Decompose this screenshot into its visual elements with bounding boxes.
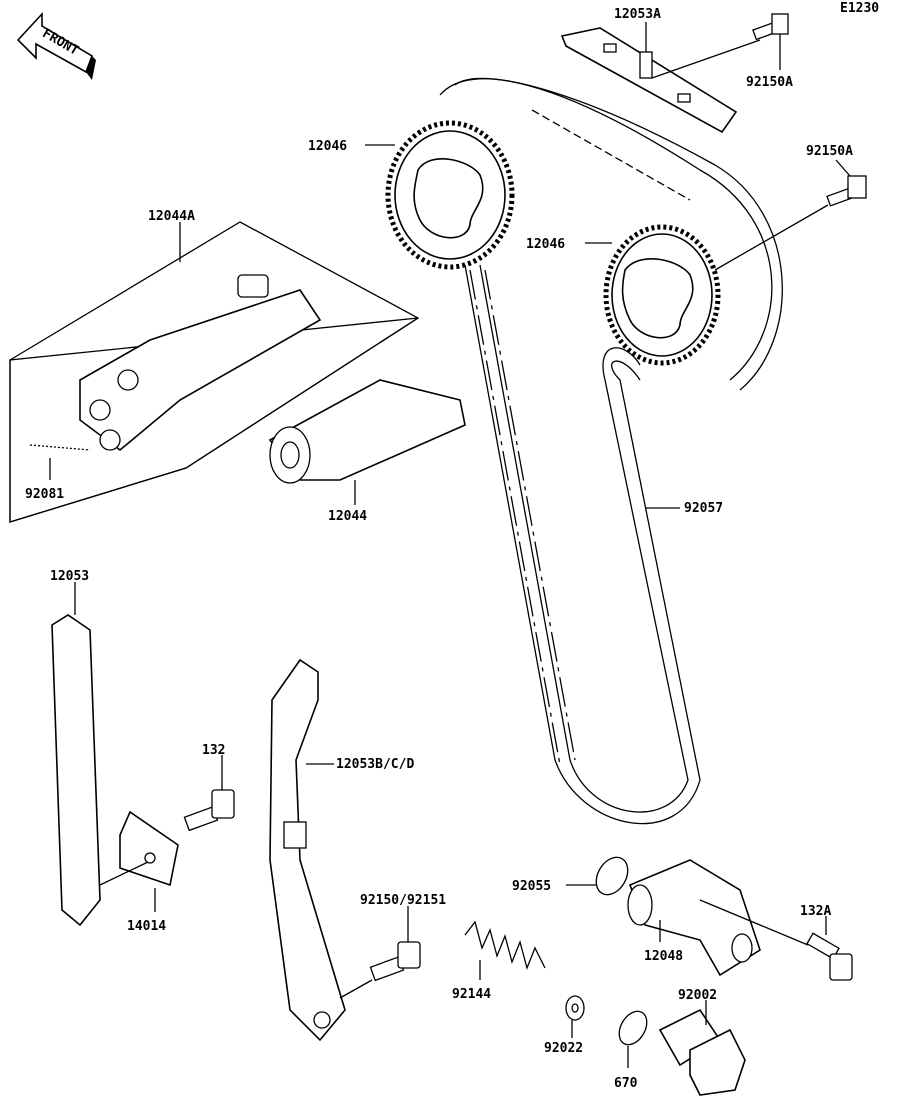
label-132A: 132A — [800, 904, 831, 919]
label-92144: 92144 — [452, 987, 491, 1002]
label-92055: 92055 — [512, 879, 551, 894]
camshaft-assembly-box — [9, 221, 420, 523]
bolt-132 — [183, 755, 235, 832]
label-92150A-right: 92150A — [806, 144, 853, 159]
label-12053BCD: 12053B/C/D — [336, 757, 414, 772]
chain-guide-top — [560, 22, 761, 134]
label-92081: 92081 — [25, 487, 64, 502]
bolt-92150A-right — [714, 159, 867, 271]
o-ring-670 — [618, 1010, 648, 1068]
sprocket-right — [585, 224, 721, 366]
label-14014: 14014 — [127, 919, 166, 934]
label-92150-92151: 92150/92151 — [360, 893, 446, 908]
label-12046-left: 12046 — [308, 139, 347, 154]
label-92057: 92057 — [684, 501, 723, 516]
cam-chain — [439, 77, 783, 825]
label-92022: 92022 — [544, 1041, 583, 1056]
washer-92022 — [565, 995, 585, 1038]
spring-92144 — [464, 920, 546, 980]
label-12053: 12053 — [50, 569, 89, 584]
plug-bolt-92002 — [658, 1000, 746, 1096]
bolt-132A — [806, 916, 853, 981]
diagram-code: E1230 — [840, 1, 879, 16]
label-12044: 12044 — [328, 509, 367, 524]
sprocket-left — [365, 120, 515, 270]
label-12053A: 12053A — [614, 7, 661, 22]
bolt-92150A-top — [752, 13, 789, 70]
label-12046-right: 12046 — [526, 237, 565, 252]
label-92150A-top: 92150A — [746, 75, 793, 90]
chain-guide-rear — [51, 582, 101, 927]
label-132: 132 — [202, 743, 225, 758]
o-ring-92055 — [566, 856, 629, 896]
label-92002: 92002 — [678, 988, 717, 1003]
front-arrow-icon: FRONT — [16, 11, 96, 80]
label-670: 670 — [614, 1076, 638, 1091]
chain-tensioner-guide — [269, 658, 346, 1042]
label-12048: 12048 — [644, 949, 683, 964]
bracket-14014 — [99, 810, 179, 912]
chain-tensioner — [627, 859, 809, 977]
bolt-92150-92151 — [339, 906, 421, 999]
camshaft — [268, 379, 466, 505]
label-12044A: 12044A — [148, 209, 195, 224]
